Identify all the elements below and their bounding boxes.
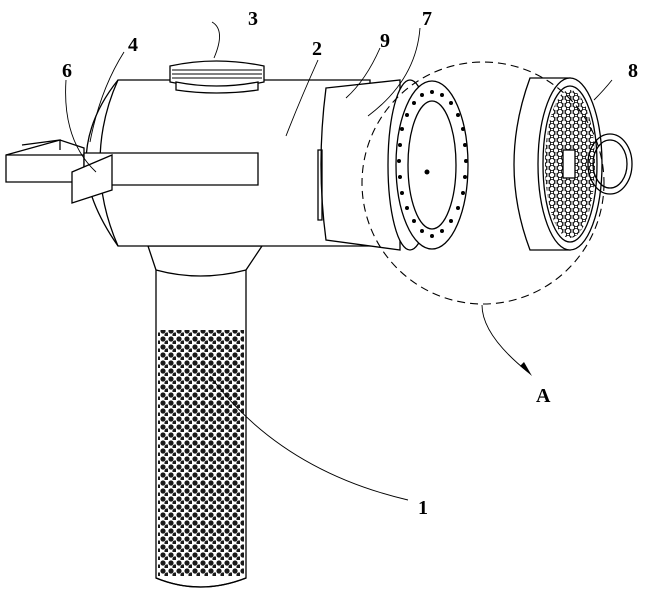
label-7: 7 (422, 8, 432, 30)
handle (148, 246, 262, 587)
mesh-cap (514, 78, 632, 250)
label-1: 1 (418, 497, 428, 519)
label-8: 8 (628, 60, 638, 82)
label-detail-a: A (536, 385, 551, 407)
label-4: 4 (128, 34, 138, 56)
adjust-knob (170, 61, 264, 93)
perforated-plate (388, 80, 468, 250)
label-6: 6 (62, 60, 72, 82)
label-9: 9 (380, 30, 390, 52)
label-2: 2 (312, 38, 322, 60)
label-3: 3 (248, 8, 258, 30)
